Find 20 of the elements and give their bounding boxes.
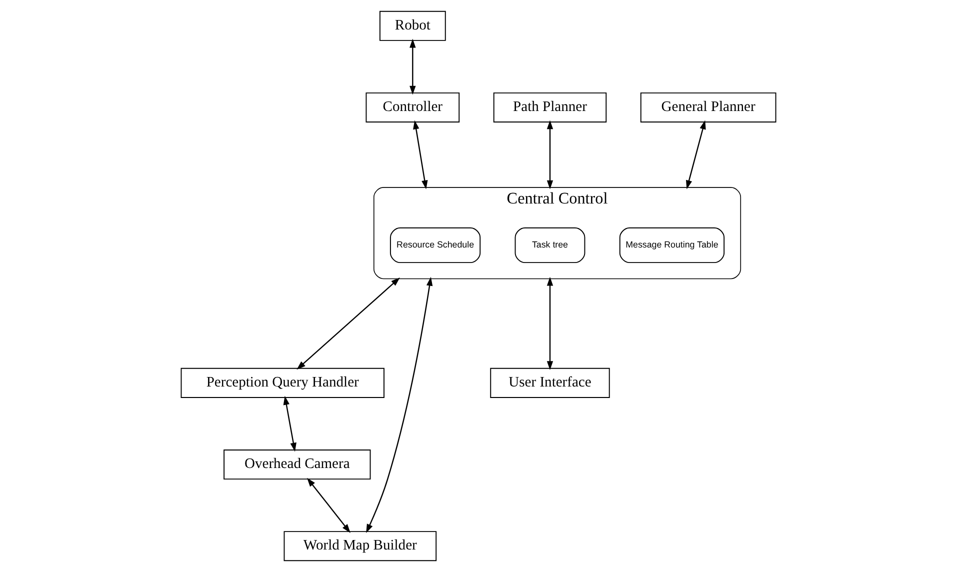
node-box: Overhead Camera (224, 450, 371, 480)
node-box: Robot (379, 10, 446, 41)
arrow (366, 276, 433, 534)
node-box: Message Routing Table (619, 227, 725, 264)
arrow (546, 276, 554, 370)
arrow (546, 120, 554, 190)
node-box: Controller (366, 92, 460, 122)
arrow (307, 478, 350, 533)
arrow (296, 278, 400, 370)
node-box: Path Planner (493, 92, 607, 122)
node-box: General Planner (640, 92, 776, 122)
arrow (283, 396, 296, 452)
node-box: Resource Schedule (390, 227, 481, 264)
node-box: Task tree (514, 227, 586, 264)
node-box: World Map Builder (284, 531, 437, 562)
node-box: User Interface (490, 368, 610, 398)
node-box: Perception Query Handler (180, 368, 384, 398)
arrow (413, 120, 428, 190)
arrow (686, 120, 706, 190)
arrow (410, 38, 416, 95)
